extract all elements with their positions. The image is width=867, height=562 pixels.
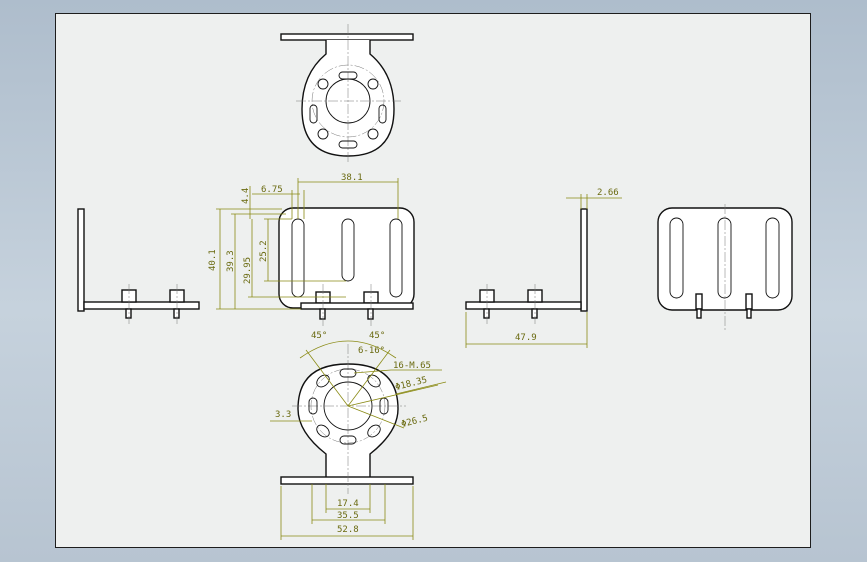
technical-drawing: 38.1 6.75 4.4 40.1 39.3 29.95 25.2	[77, 24, 793, 540]
dim-6-75: 6.75	[261, 185, 283, 195]
top-view-hole	[317, 78, 329, 90]
right-side-upright	[580, 208, 588, 312]
back-slot	[669, 217, 684, 299]
dim-17-4: 17.4	[337, 499, 359, 509]
bottom-view-slot	[367, 374, 381, 388]
dim-25-2: 25.2	[259, 240, 269, 262]
dim-angle-left: 45°	[311, 331, 327, 341]
bottom-view	[280, 344, 414, 494]
drawing-sheet: 38.1 6.75 4.4 40.1 39.3 29.95 25.2	[55, 13, 811, 548]
dim-29-95: 29.95	[243, 257, 253, 284]
back-view	[657, 204, 793, 332]
dim-hole-callout: 16-M.65	[393, 361, 431, 371]
top-view-hole	[367, 78, 379, 90]
bottom-view-slot	[367, 424, 381, 438]
top-view-slot	[378, 104, 387, 124]
left-side-upright	[77, 208, 85, 312]
back-slot	[717, 217, 732, 299]
front-view	[278, 207, 415, 326]
top-view-slot	[338, 140, 358, 149]
front-dimensions: 38.1 6.75 4.4 40.1 39.3 29.95 25.2	[208, 173, 399, 310]
right-side-view	[465, 208, 588, 324]
dim-39-3: 39.3	[226, 250, 236, 272]
top-view-hole	[367, 128, 379, 140]
dim-40-1: 40.1	[208, 249, 218, 271]
top-view-slot	[309, 104, 318, 124]
dim-2-66: 2.66	[597, 188, 619, 198]
right-side-dimensions: 2.66 47.9	[465, 188, 622, 348]
top-view-hole	[317, 128, 329, 140]
bottom-view-flange	[280, 476, 414, 485]
dim-47-9: 47.9	[515, 333, 537, 343]
dim-38-1: 38.1	[341, 173, 363, 183]
top-view-flange	[280, 33, 414, 41]
front-plate	[278, 207, 415, 309]
bottom-view-slot	[316, 374, 330, 388]
left-side-base	[83, 301, 200, 310]
dim-4-4: 4.4	[241, 188, 251, 204]
dim-outer-dia: Φ26.5	[400, 414, 429, 430]
top-view-slot	[338, 71, 358, 80]
dim-3-3: 3.3	[275, 410, 291, 420]
front-slot	[389, 218, 403, 298]
dim-35-5: 35.5	[337, 511, 359, 521]
dim-angle-right: 45°	[369, 331, 385, 341]
dim-slot-spec: 6-16°	[358, 346, 385, 356]
dim-52-8: 52.8	[337, 525, 359, 535]
left-side-view	[77, 208, 200, 324]
bottom-dimensions: 45° 45° 6-16° 16-M.65 Φ18.35 Φ26.5 3.3 1…	[270, 331, 447, 540]
top-view	[280, 24, 414, 164]
back-slot	[765, 217, 780, 299]
front-slot	[341, 218, 355, 282]
right-side-base	[465, 301, 582, 310]
bottom-view-slot	[316, 424, 330, 438]
